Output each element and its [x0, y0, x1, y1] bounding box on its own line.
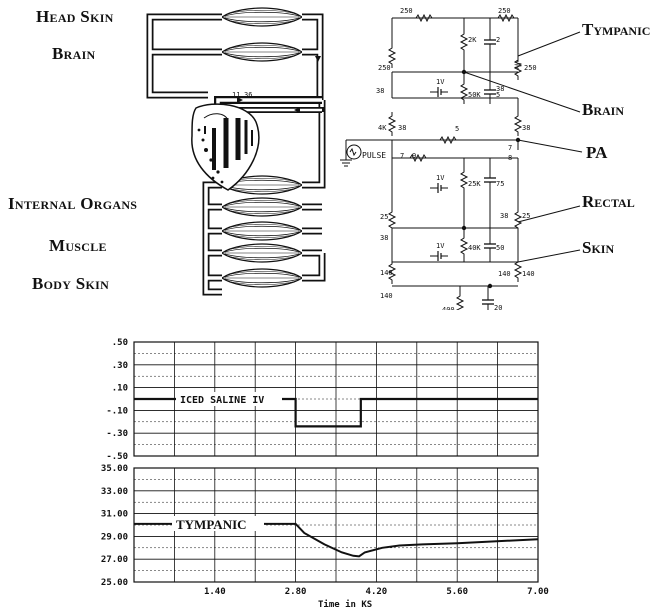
label-skin: Skin: [582, 238, 614, 258]
circulation-schematic: 11 36: [0, 0, 360, 310]
label-circuit-brain: Brain: [582, 100, 624, 120]
svg-text:9: 9: [412, 152, 416, 160]
heart-mark-2: 36: [244, 91, 252, 99]
svg-text:50: 50: [496, 244, 504, 252]
charts-panel: .50 .30 .10 -.10 -.30 -.50 ICED SALINE IV 35.…: [90, 334, 550, 610]
svg-text:20: 20: [494, 304, 502, 310]
upper-annotation: ICED SALINE IV: [180, 395, 264, 406]
svg-text:25K: 25K: [468, 180, 481, 188]
svg-text:140: 140: [380, 292, 393, 300]
capillary-bed-head-skin: [222, 8, 302, 26]
x-axis-label: Time in KS: [318, 599, 372, 610]
resistor-38-right: [515, 112, 521, 136]
lower-y-tick-label: 25.00: [101, 578, 128, 588]
lower-x-tick-label: 5.60: [446, 587, 468, 597]
heart-mark-1: 11: [232, 91, 240, 99]
pulse-label: PULSE: [362, 151, 386, 160]
lower-x-tick-label: 2.80: [285, 587, 307, 597]
upper-chart: .50 .30 .10 -.10 -.30 -.50 ICED SALINE IV: [106, 338, 538, 462]
svg-text:250: 250: [524, 64, 537, 72]
svg-text:2: 2: [496, 36, 500, 44]
svg-text:1V: 1V: [436, 242, 445, 250]
lower-x-ticks: 1.40 2.80 4.20 5.60 7.00: [204, 587, 549, 597]
capillary-bed-muscle-2: [222, 244, 302, 262]
lower-x-tick-label: 1.40: [204, 587, 226, 597]
svg-text:4K: 4K: [378, 124, 387, 132]
capillary-bed-muscle-1: [222, 222, 302, 240]
resistor-4k: [389, 112, 395, 136]
svg-text:75: 75: [496, 180, 504, 188]
svg-text:7: 7: [508, 144, 512, 152]
svg-text:38: 38: [398, 124, 406, 132]
lower-x-tick-label: 7.00: [527, 587, 549, 597]
upper-y-ticks: .50 .30 .10 -.10 -.30 -.50: [106, 338, 128, 462]
svg-text:5: 5: [455, 125, 459, 133]
charts-svg: .50 .30 .10 -.10 -.30 -.50 ICED SALINE IV 35.…: [90, 334, 550, 610]
lower-annotation: TYMPANIC: [176, 517, 247, 532]
svg-text:400: 400: [442, 306, 455, 310]
svg-text:25: 25: [380, 213, 388, 221]
lower-y-tick-label: 29.00: [101, 532, 128, 542]
svg-text:7: 7: [400, 152, 404, 160]
svg-text:1V: 1V: [436, 78, 445, 86]
capillary-bed-organs-2: [222, 198, 302, 216]
svg-text:250: 250: [378, 64, 391, 72]
svg-text:250: 250: [498, 7, 511, 15]
svg-text:1V: 1V: [436, 174, 445, 182]
capacitor-20: [482, 290, 494, 310]
upper-y-tick-label: .10: [112, 384, 128, 394]
svg-text:38: 38: [380, 234, 388, 242]
battery-organs: [430, 183, 448, 193]
junction-dots: [462, 70, 520, 288]
capacitor-5: [484, 80, 496, 104]
svg-text:140: 140: [522, 270, 535, 278]
svg-text:8: 8: [508, 154, 512, 162]
capacitor-50: [484, 234, 496, 258]
lower-y-tick-label: 31.00: [101, 510, 128, 520]
resistor-50k: [461, 80, 467, 104]
svg-text:38: 38: [500, 212, 508, 220]
pulse-source: [347, 145, 361, 159]
label-pa: PA: [586, 143, 607, 163]
lower-x-tick-label: 4.20: [366, 587, 388, 597]
flow-arrows: [237, 56, 321, 113]
anatomy-diagram: Head Skin Brain Internal Organs Muscle B…: [0, 0, 360, 310]
capacitor-2: [484, 30, 496, 54]
svg-text:38: 38: [496, 85, 504, 93]
svg-text:140: 140: [380, 269, 393, 277]
battery-brain: [430, 87, 448, 97]
svg-text:2K: 2K: [468, 36, 477, 44]
svg-text:50K: 50K: [468, 91, 481, 99]
capillary-bed-body-skin: [222, 269, 302, 287]
capillary-bed-brain: [222, 43, 302, 61]
upper-y-tick-label: -.30: [106, 429, 128, 439]
svg-text:140: 140: [498, 270, 511, 278]
lower-chart: 35.00 33.00 31.00 29.00 27.00 25.00 1.40 2.80 4…: [101, 464, 549, 610]
capacitor-75: [484, 168, 496, 192]
lower-y-ticks: 35.00 33.00 31.00 29.00 27.00 25.00: [101, 464, 128, 588]
svg-text:250: 250: [400, 7, 413, 15]
label-tympanic: Tympanic: [582, 20, 650, 40]
upper-y-tick-label: -.10: [106, 406, 128, 416]
upper-y-tick-label: .30: [112, 361, 128, 371]
lower-y-tick-label: 35.00: [101, 464, 128, 474]
svg-text:25: 25: [522, 212, 530, 220]
upper-y-tick-label: .50: [112, 338, 128, 348]
battery-muscle: [430, 251, 448, 261]
circuit-wires: [340, 18, 518, 310]
label-rectal: Rectal: [582, 192, 635, 212]
lower-y-tick-label: 27.00: [101, 555, 128, 565]
resistor-40k: [461, 234, 467, 258]
svg-text:40K: 40K: [468, 244, 481, 252]
upper-y-tick-label: -.50: [106, 452, 128, 462]
resistor-2k: [461, 30, 467, 54]
resistor-400: [457, 292, 463, 310]
resistor-25k: [461, 168, 467, 192]
circuit-diagram: 250 250 2K 2 250 250 38 1V 50K 5 38 4K 3…: [340, 0, 666, 310]
lower-y-tick-label: 33.00: [101, 487, 128, 497]
svg-text:38: 38: [376, 87, 384, 95]
svg-text:38: 38: [522, 124, 530, 132]
